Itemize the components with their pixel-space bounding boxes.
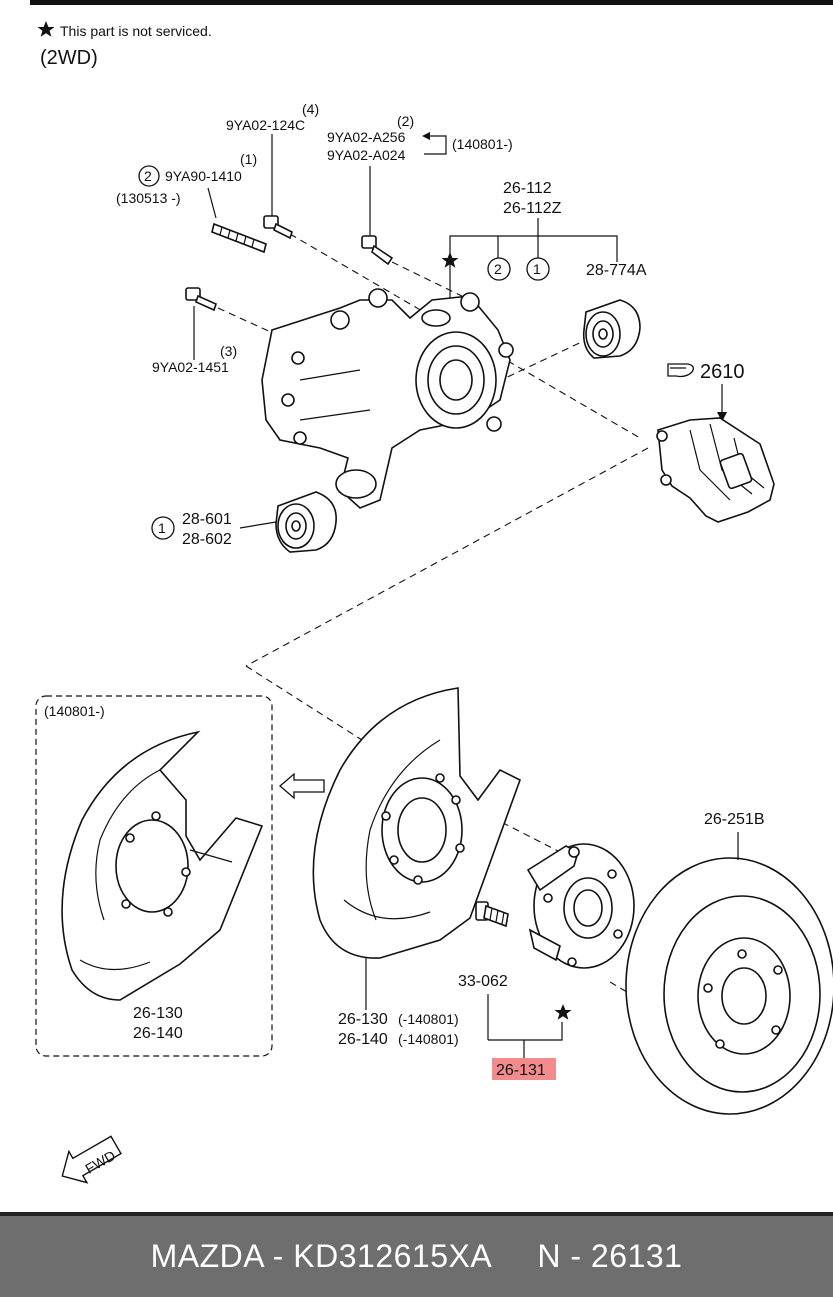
bushing-601-label: 28-601 <box>182 511 232 528</box>
bushing-774a <box>582 299 641 359</box>
fwd-arrow-icon <box>61 1135 122 1184</box>
top-border <box>30 0 833 5</box>
footer-bar: MAZDA - KD312615XA N - 26131 <box>0 1212 833 1297</box>
brake-disc <box>625 857 833 1115</box>
bolt-a-range: (140801-) <box>452 136 513 152</box>
bolt-1410-range: (130513 -) <box>116 190 181 206</box>
hub-highlight-label: 26-131 <box>496 1062 546 1079</box>
bolt-1410-qty: (1) <box>240 151 257 167</box>
plate-a-range: (-140801) <box>398 1011 459 1027</box>
bushing-602-label: 28-602 <box>182 531 232 548</box>
arrow-left-icon <box>279 772 325 800</box>
callout-circle-2 <box>138 165 160 187</box>
bolt-a256-qty: (2) <box>397 113 414 129</box>
footer-part-number: MAZDA - KD312615XA N - 26131 <box>150 1238 683 1274</box>
parts-diagram: This part is not serviced. (2WD) (4) 9YA… <box>35 21 833 1184</box>
bushing-774a-label: 28-774A <box>586 262 647 279</box>
bolt-a024-label: 9YA02-A024 <box>327 147 406 163</box>
plate-b-range: (-140801) <box>398 1031 459 1047</box>
bolt-a256 <box>361 235 394 266</box>
callout-circle-2 <box>487 257 511 281</box>
bolt-124c-qty: (4) <box>302 101 319 117</box>
caliper <box>656 417 775 523</box>
knuckle-label-b: 26-112Z <box>503 200 562 217</box>
alt-range: (140801-) <box>44 703 105 719</box>
bolt-124c-label: 9YA02-124C <box>226 117 305 133</box>
dust-shield <box>312 687 521 959</box>
bolt-1410-label: 9YA90-1410 <box>165 168 242 184</box>
wheel-stud <box>475 901 509 928</box>
disc-label: 26-251B <box>704 811 765 828</box>
bolt-1410-circle: 2 <box>144 168 152 184</box>
stud-label: 33-062 <box>458 973 508 990</box>
bushing-601 <box>275 491 337 553</box>
bolt-1451 <box>185 287 217 312</box>
bolt-1410 <box>211 222 267 254</box>
knuckle <box>261 288 514 509</box>
hub-highlight-box <box>492 1058 556 1080</box>
star-icon <box>37 21 55 37</box>
star-icon <box>554 1004 572 1020</box>
hub-bearing <box>526 843 635 969</box>
star-icon <box>441 252 459 268</box>
callout-circle-1 <box>526 257 550 281</box>
callout-circle-1 <box>151 516 175 540</box>
knuckle-circle-2: 2 <box>494 261 502 277</box>
drive-type: (2WD) <box>40 47 98 69</box>
plate-b-label: 26-140 <box>338 1031 388 1048</box>
bolt-1451-qty: (3) <box>220 343 237 359</box>
alt-plate-b-label: 26-140 <box>133 1025 183 1042</box>
caliper-label: 2610 <box>700 361 745 383</box>
bolt-124c <box>263 215 293 240</box>
bolt-1451-label: 9YA02-1451 <box>152 359 229 375</box>
alt-plate-box <box>35 695 273 1057</box>
alt-dust-shield <box>61 730 264 1001</box>
hand-pointer-icon <box>667 363 694 378</box>
star-note: This part is not serviced. <box>37 21 212 39</box>
star-note-text: This part is not serviced. <box>60 23 212 39</box>
bolt-a256-label: 9YA02-A256 <box>327 129 406 145</box>
knuckle-label-a: 26-112 <box>503 180 552 197</box>
alt-plate-a-label: 26-130 <box>133 1005 183 1022</box>
bushing-circle: 1 <box>158 520 166 536</box>
knuckle-circle-1: 1 <box>533 261 541 277</box>
plate-a-label: 26-130 <box>338 1011 388 1028</box>
